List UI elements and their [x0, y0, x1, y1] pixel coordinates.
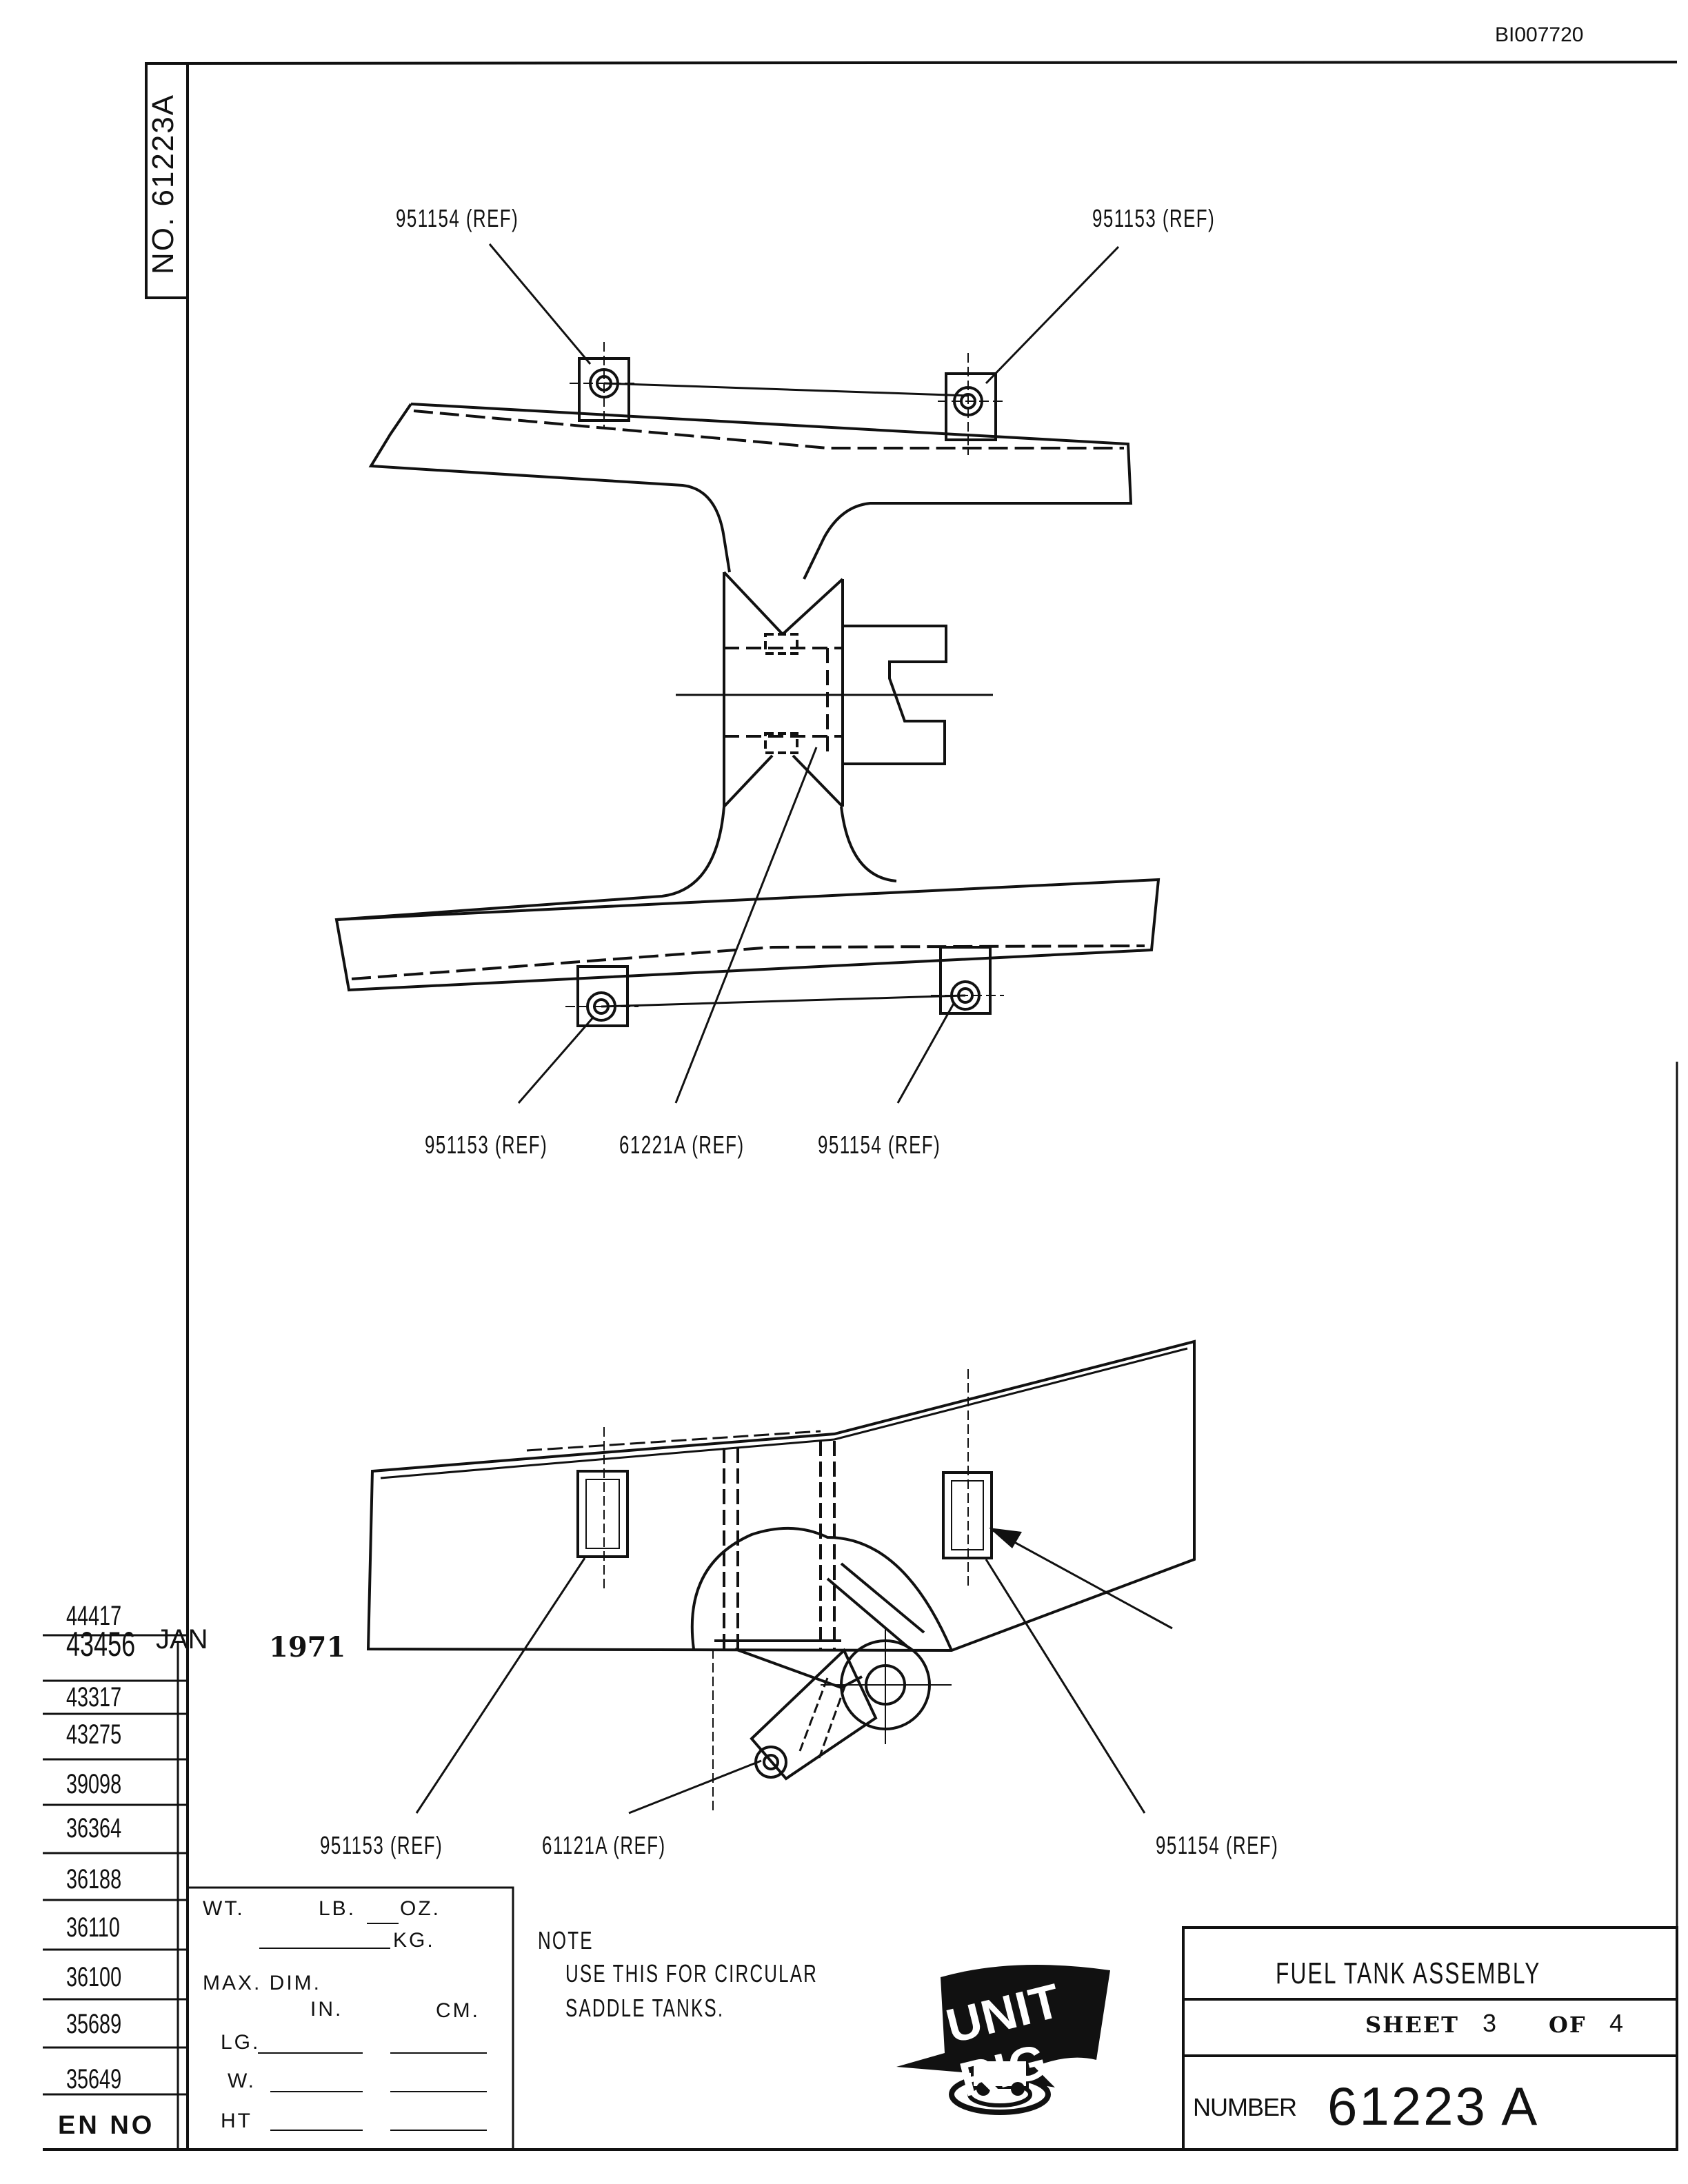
drawing-number: 61223 A [1327, 2076, 1540, 2136]
width-label: W. [228, 2070, 256, 2092]
revision-entry: 43456 [66, 1625, 136, 1664]
revision-entry: 36110 [66, 1912, 120, 1943]
revision-entry: 43317 [66, 1682, 122, 1712]
revision-date-month: JAN [156, 1624, 208, 1655]
unit-rig-logo-icon [896, 1965, 1110, 2115]
height-label: HT [221, 2110, 252, 2132]
max-dim-label: MAX. DIM. [203, 1972, 322, 1994]
callout-bottom-1: 951153 (REF) [425, 1131, 548, 1159]
document-id: BI007720 [1495, 23, 1584, 46]
side-callout-1: 951153 (REF) [320, 1831, 443, 1859]
length-label: LG. [221, 2031, 261, 2054]
sheet-total: 4 [1609, 2009, 1625, 2037]
inches-label: IN. [310, 1998, 343, 2021]
side-callout-2: 61121A (REF) [542, 1831, 666, 1859]
sheet-number: 3 [1483, 2009, 1498, 2037]
revision-entry: 36188 [66, 1864, 122, 1894]
revision-entry: 36100 [66, 1962, 122, 1992]
revision-header: EN NO [58, 2111, 155, 2140]
revision-entry: 35649 [66, 2064, 122, 2094]
callout-bottom-2: 61221A (REF) [619, 1131, 745, 1159]
sheet-label: SHEET [1365, 2012, 1459, 2038]
callout-top-left: 951154 (REF) [396, 204, 519, 232]
revision-date-year: 1971 [269, 1631, 346, 1664]
callout-top-right: 951153 (REF) [1092, 204, 1216, 232]
note-line-1: USE THIS FOR CIRCULAR [565, 1959, 818, 1988]
revision-entry: 35689 [66, 2009, 122, 2039]
revision-entry: 39098 [66, 1769, 122, 1799]
callout-bottom-3: 951154 (REF) [818, 1131, 941, 1159]
pounds-label: LB. [319, 1897, 356, 1920]
revision-entry: 43275 [66, 1719, 122, 1750]
note-line-2: SADDLE TANKS. [565, 1994, 725, 2022]
sheet-of-label: OF [1549, 2012, 1587, 2038]
drawing-title: FUEL TANK ASSEMBLY [1276, 1957, 1541, 1990]
weight-label: WT. [203, 1897, 245, 1920]
revision-entry: 44417 [66, 1601, 122, 1631]
kilograms-label: KG. [393, 1929, 435, 1952]
unit-rig-logo: UNIT RIG [896, 1957, 1131, 2122]
side-callout-3: 951154 (REF) [1156, 1831, 1279, 1859]
side-drawing-number: NO. 61223A [146, 93, 180, 274]
ounces-label: OZ. [400, 1897, 441, 1920]
note-heading: NOTE [538, 1926, 594, 1954]
drawing-number-label: NUMBER [1193, 2093, 1297, 2121]
revision-entry: 36364 [66, 1813, 122, 1843]
centimeters-label: CM. [436, 1999, 480, 2022]
